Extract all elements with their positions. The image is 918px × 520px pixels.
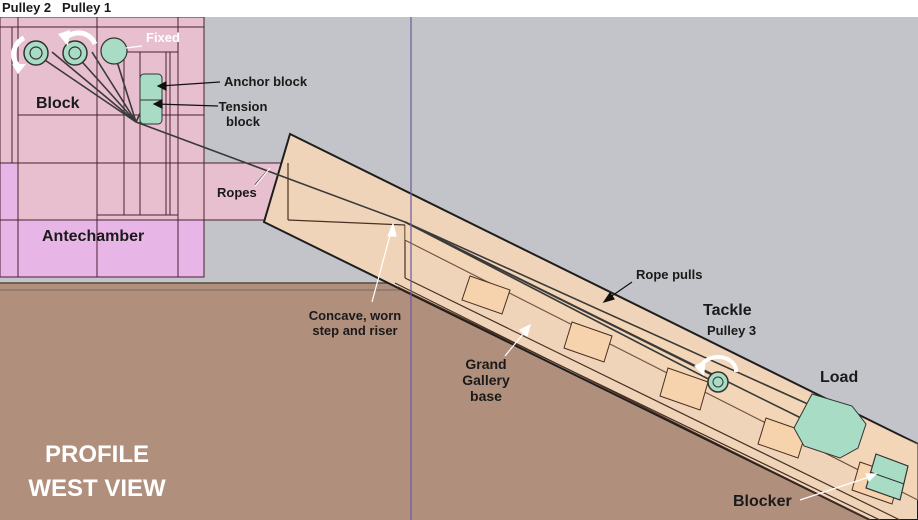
ropes-label: Ropes (217, 185, 257, 200)
tackle-label: Tackle (703, 302, 752, 319)
pulley2-label: Pulley 2 (2, 0, 52, 15)
anchor-block-label: Anchor block (224, 74, 308, 89)
view-title: PROFILE WEST VIEW (28, 441, 166, 502)
pulleys-top (23, 37, 128, 66)
antechamber-label: Antechamber (42, 228, 145, 245)
rotation-arrow-icon (58, 30, 98, 46)
pulley1-label: Pulley 1 (62, 0, 112, 15)
block-label: Block (36, 95, 80, 112)
pulley3-label: Pulley 3 (707, 323, 757, 338)
anchor-block (139, 73, 163, 125)
load-label: Load (820, 369, 859, 386)
concave-label: Concave, worn step and riser (308, 308, 402, 338)
pulley-3 (707, 371, 729, 393)
rope-pulls-label: Rope pulls (636, 267, 703, 282)
ground (0, 283, 918, 520)
annotation-arrows-white (125, 45, 878, 501)
ropes (35, 51, 811, 421)
rotation-arrow-icon (11, 35, 26, 74)
load (793, 393, 867, 459)
grand-gallery-label: Grand Gallery base (462, 356, 510, 405)
fixed-label: Fixed (146, 30, 180, 45)
blocker-label: Blocker (733, 493, 792, 510)
tension-block-label: Tension block (218, 99, 268, 129)
rotation-arrow-icon (694, 354, 739, 376)
